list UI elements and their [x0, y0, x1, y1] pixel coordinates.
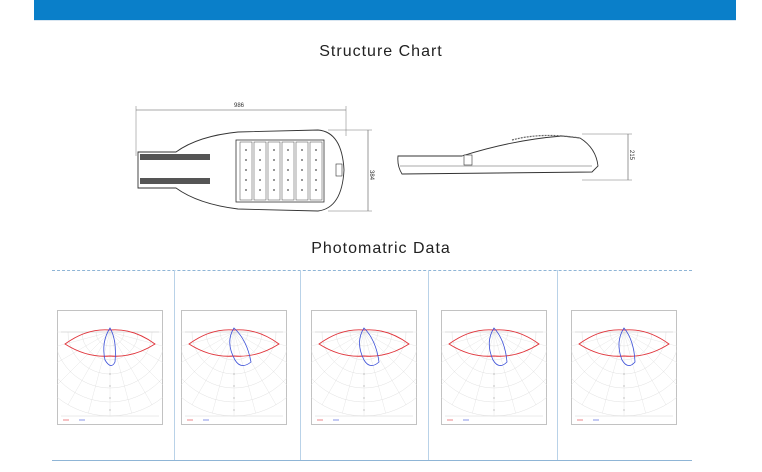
polar-diagram	[57, 310, 163, 425]
polar-diagram	[181, 310, 287, 425]
column-divider	[428, 270, 429, 460]
polar-diagram	[441, 310, 547, 425]
polar-diagram	[311, 310, 417, 425]
column-divider	[174, 270, 175, 460]
top-view-height-label: 384	[368, 170, 374, 181]
column-divider	[300, 270, 301, 460]
header-underline	[34, 20, 736, 21]
top-view-drawing: 986 384	[135, 103, 374, 212]
side-view-drawing: 215	[397, 133, 634, 181]
top-view-width-label: 986	[234, 103, 245, 109]
side-view-height-label: 215	[628, 150, 634, 161]
column-divider	[557, 270, 558, 460]
photometric-data-title: Photomatric Data	[311, 240, 451, 257]
photometric-top-divider	[52, 270, 692, 271]
polar-diagram	[571, 310, 677, 425]
structure-chart-title: Structure Chart	[319, 43, 443, 60]
header-bar	[34, 0, 736, 20]
photometric-bottom-divider	[52, 460, 692, 461]
